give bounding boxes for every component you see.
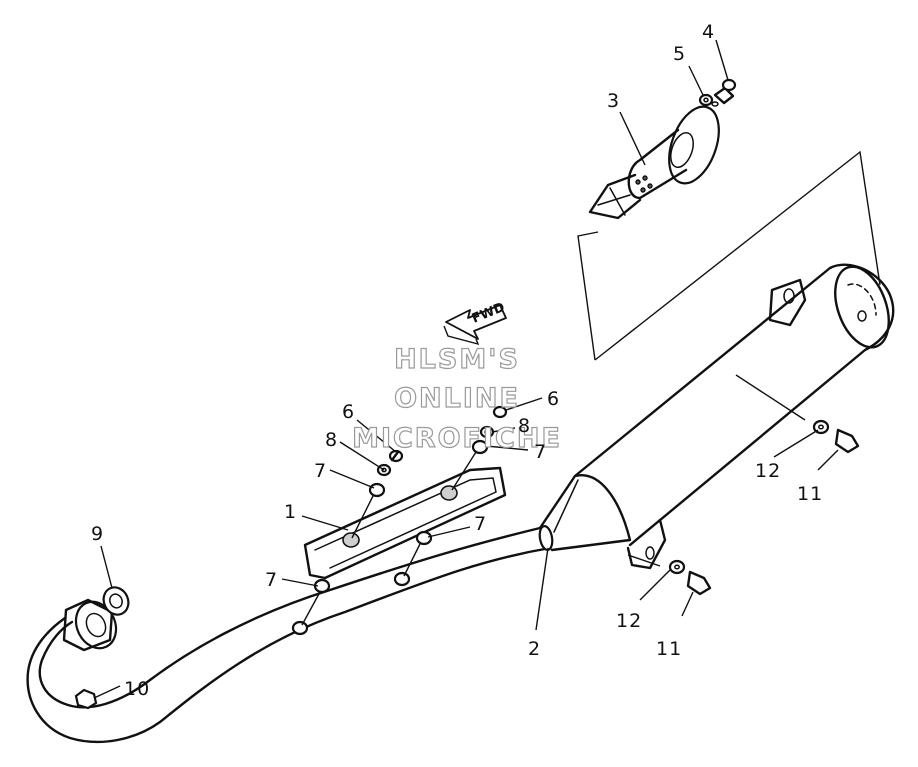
- callout-1: 1: [284, 501, 297, 523]
- callout-7-lower-left: 7: [265, 569, 278, 591]
- callout-10: 10: [124, 678, 150, 700]
- callout-2: 2: [528, 638, 541, 660]
- callout-11-lower: 11: [656, 638, 682, 660]
- callout-9: 9: [91, 523, 104, 545]
- reference-lines: [577, 150, 881, 567]
- gasket-9-nut-10: [74, 586, 130, 710]
- fasteners-6-7-8: [301, 405, 508, 626]
- callout-7-upper-left: 7: [314, 460, 327, 482]
- callout-labels: 1 2 3 4 5 6 6 7 7 7 7 8 8 9 10 11 11 12 …: [91, 21, 823, 700]
- fasteners-11-12: [668, 419, 860, 596]
- watermark: HLSM'S ONLINE MICROFICHE: [351, 343, 562, 454]
- watermark-line-3: MICROFICHE: [352, 423, 562, 454]
- callout-11-upper: 11: [797, 483, 823, 505]
- spark-arrester: [588, 101, 720, 220]
- callout-12-upper: 12: [755, 460, 781, 482]
- fwd-direction-arrow: FWD: [443, 300, 507, 346]
- callout-6-right: 6: [547, 388, 560, 410]
- watermark-line-1: HLSM'S: [394, 344, 520, 375]
- callout-8-right: 8: [518, 415, 531, 437]
- callout-7-upper-right: 7: [534, 441, 547, 463]
- callout-12-lower: 12: [616, 610, 642, 632]
- callout-7-lower-right: 7: [474, 513, 487, 535]
- callout-3: 3: [607, 90, 620, 112]
- callout-8-left: 8: [325, 429, 338, 451]
- callout-4: 4: [702, 21, 715, 43]
- watermark-line-2: ONLINE: [394, 383, 520, 414]
- callout-6-left: 6: [342, 401, 355, 423]
- heat-protector: [303, 466, 507, 580]
- bolt-4-and-washer-5: [698, 78, 737, 107]
- callout-leaders: [93, 39, 839, 699]
- callout-5: 5: [673, 43, 686, 65]
- muffler-assembly: [26, 263, 895, 744]
